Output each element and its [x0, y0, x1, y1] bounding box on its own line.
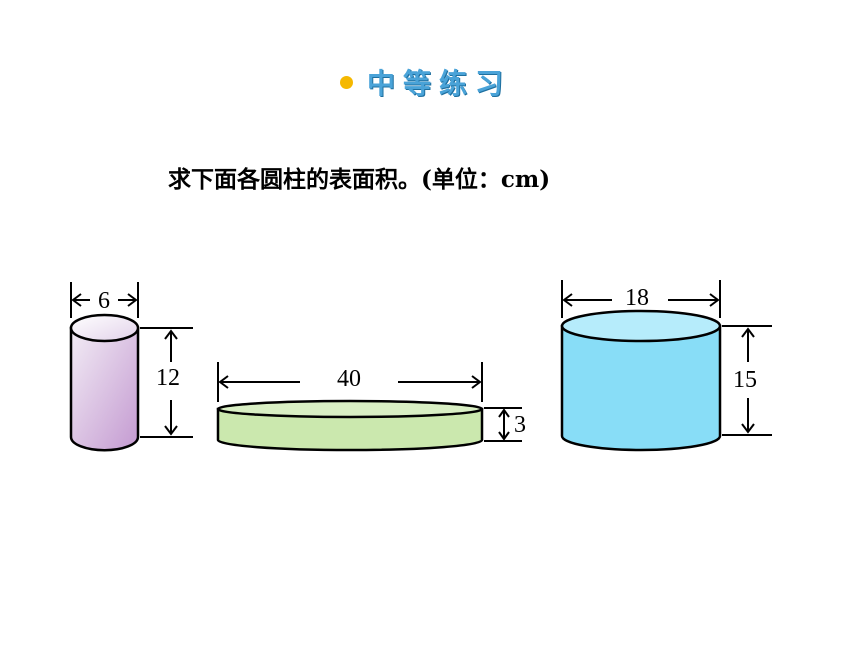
diameter-label-flat: 40 — [337, 366, 361, 392]
arrowhead-right-icon — [471, 375, 482, 389]
arrowhead-right-icon — [127, 293, 138, 307]
cylinder-small: 6 12 — [69, 282, 193, 452]
question-text: 求下面各圆柱的表面积。(单位：cm) — [168, 166, 551, 193]
bullet-dot-icon — [340, 75, 353, 89]
cylinder-small-top — [69, 313, 140, 343]
arrowhead-down-icon — [498, 431, 510, 441]
arrowhead-down-icon — [741, 423, 755, 434]
height-label-flat: 3 — [514, 412, 526, 438]
cylinder-wide: 18 15 — [560, 280, 772, 452]
section-title: 中等练习 — [367, 67, 512, 100]
cylinder-wide-top — [560, 309, 722, 343]
cylinder-flat: 40 3 — [216, 362, 526, 452]
arrowhead-up-icon — [498, 408, 510, 418]
arrowhead-up-icon — [741, 327, 755, 338]
height-label-wide: 15 — [733, 367, 757, 393]
arrowhead-up-icon — [164, 329, 178, 340]
cylinder-flat-body — [216, 407, 484, 452]
section-header: 中等练习 — [340, 62, 511, 102]
diameter-label-wide: 18 — [625, 285, 649, 311]
cylinder-small-body — [69, 326, 140, 452]
arrowhead-down-icon — [164, 425, 178, 436]
arrowhead-left-icon — [218, 375, 229, 389]
diameter-label-small: 6 — [98, 288, 110, 314]
cylinder-wide-body — [560, 324, 722, 452]
cylinder-flat-top — [216, 399, 484, 419]
arrowhead-left-icon — [562, 293, 573, 307]
arrowhead-left-icon — [71, 293, 82, 307]
height-label-small: 12 — [156, 365, 180, 391]
arrowhead-right-icon — [709, 293, 720, 307]
